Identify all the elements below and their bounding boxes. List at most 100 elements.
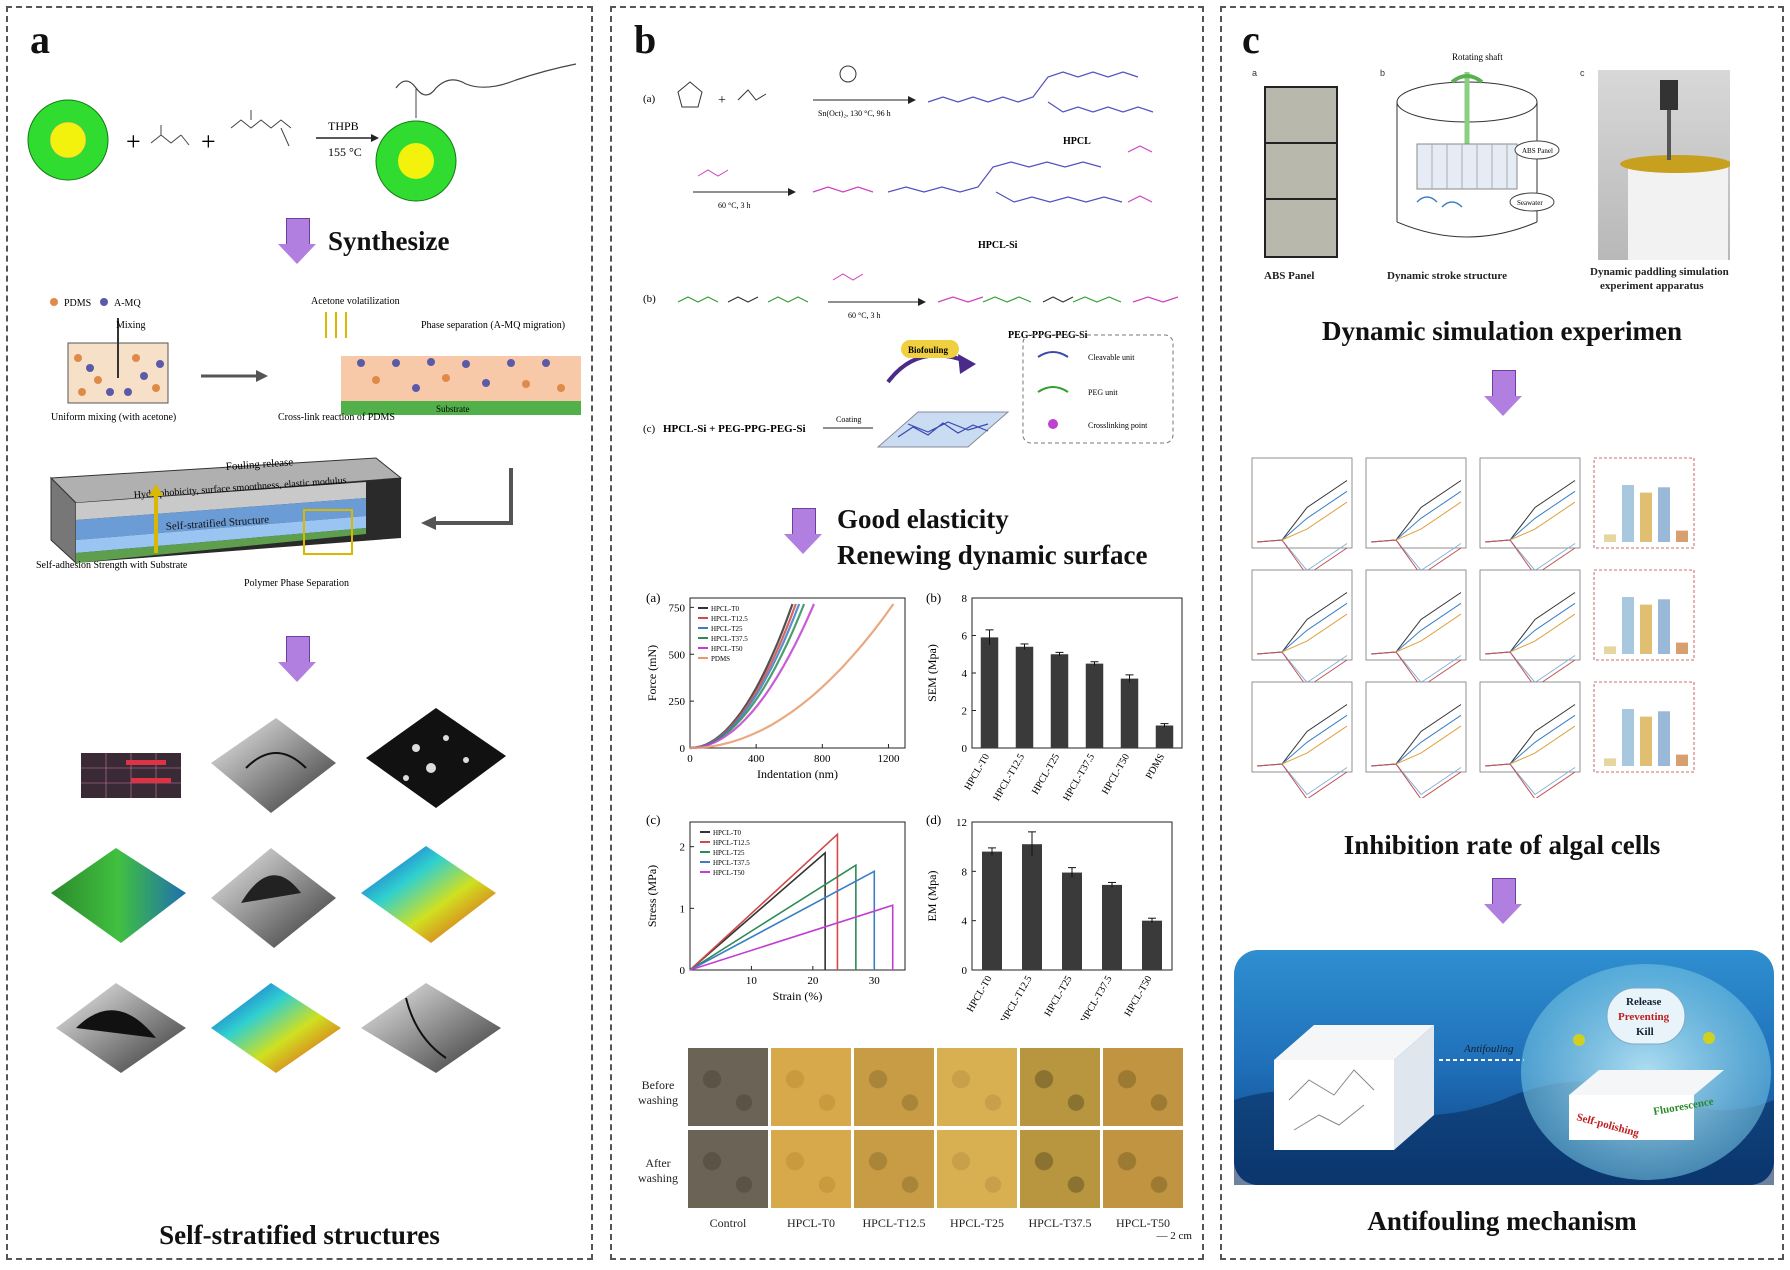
y-tick-label: 8: [962, 593, 968, 605]
label-rotating-shaft: Rotating shaft: [1452, 52, 1503, 62]
fouling-photo: [1103, 1048, 1183, 1126]
series-line: [689, 832, 839, 971]
mini-bar: [1604, 534, 1616, 542]
scale-bar-label: 2 cm: [1170, 1230, 1192, 1242]
sub-label-b: b: [1380, 68, 1386, 78]
panel-letter-b: b: [634, 17, 657, 62]
label-mixing: Mixing: [116, 320, 145, 331]
y-tick-label: 500: [669, 649, 686, 661]
inhibition-plots-grid: [1251, 457, 1695, 798]
caption-self-stratified: Self-stratified structures: [159, 1220, 440, 1250]
photo-col-label: HPCL-T0: [787, 1216, 835, 1230]
x-tick-label: HPCL-T0: [963, 752, 993, 792]
svg-text:+: +: [718, 93, 726, 108]
plot-tag: (a): [646, 590, 660, 605]
bar: [1142, 920, 1162, 970]
x-axis-label: Strain (%): [773, 989, 823, 1003]
legend-label: HPCL-T25: [711, 625, 743, 633]
dynamic-stroke-structure: Rotating shaft ABS Panel Seawater: [1396, 52, 1560, 238]
mini-series: [1370, 763, 1462, 798]
legend-label: HPCL-T50: [711, 645, 743, 653]
panel-c: c a ABS Panel b Rotating shaft ABS Panel…: [1220, 6, 1784, 1260]
caption-inhibition-rate: Inhibition rate of algal cells: [1343, 830, 1661, 860]
caption-dynamic-simulation: Dynamic simulation experimen: [1322, 316, 1682, 346]
label-synthesize: Synthesize: [328, 226, 450, 256]
bar: [1120, 678, 1139, 748]
legend-crosslink: Crosslinking point: [1088, 421, 1148, 430]
mini-series: [1370, 539, 1462, 576]
fouling-photo: [1020, 1048, 1100, 1126]
mini-plot-frame: [1479, 569, 1581, 661]
caption-antifouling-mechanism: Antifouling mechanism: [1367, 1206, 1637, 1236]
x-tick-label: HPCL-T0: [965, 974, 995, 1014]
caption-dynamic-stroke: Dynamic stroke structure: [1387, 270, 1507, 282]
svg-text:+: +: [201, 127, 216, 156]
panel-a: a + + THPB 155 °C Synthesize PDMS A-MQ M…: [6, 6, 593, 1260]
y-tick-label: 0: [680, 965, 686, 977]
label-good-elasticity: Good elasticity: [837, 504, 1009, 534]
plot-tag: (c): [646, 812, 660, 827]
mini-plot-frame: [1365, 681, 1467, 773]
mini-bar: [1640, 716, 1652, 766]
label-kill: Kill: [1636, 1026, 1654, 1038]
label-hpcl-si: HPCL-Si: [978, 240, 1018, 251]
x-tick-label: HPCL-T25: [1030, 752, 1062, 796]
fouling-photo: [854, 1130, 934, 1208]
layered-block-diagram: Fouling release Hydrophobicity, surface …: [36, 456, 513, 589]
mini-bar: [1622, 597, 1634, 654]
mini-plot-frame: [1479, 457, 1581, 549]
legend-label: HPCL-T37.5: [713, 859, 750, 867]
y-tick-label: 1: [680, 903, 686, 915]
legend-label: HPCL-T25: [713, 849, 745, 857]
plot-frame: [689, 821, 906, 971]
photo-col-label: Control: [709, 1216, 747, 1230]
legend-amq: A-MQ: [114, 298, 141, 309]
fouling-photo: [771, 1048, 851, 1126]
label-polymer-phase: Polymer Phase Separation: [244, 578, 349, 589]
caption-abs-panel: ABS Panel: [1264, 270, 1315, 282]
label-uniform-mixing: Uniform mixing (with acetone): [51, 412, 176, 423]
legend-label: HPCL-T12.5: [711, 615, 748, 623]
mini-bar: [1604, 646, 1616, 654]
mini-bar: [1658, 599, 1670, 654]
condition-2: 60 °C, 3 h: [718, 201, 751, 210]
fouling-photo: [688, 1048, 768, 1126]
caption-apparatus-2: experiment apparatus: [1600, 280, 1704, 292]
photo-col-label: HPCL-T25: [950, 1216, 1004, 1230]
mini-bar: [1640, 604, 1652, 654]
synthesis-scheme-b: (a) + Sn(Oct)₂, 130 °C, 96 h HPCL 60 °C,…: [643, 65, 1179, 448]
x-tick-label: 20: [807, 975, 819, 987]
row-label-c: (c): [643, 423, 656, 435]
y-tick-label: 2: [962, 706, 968, 718]
x-tick-label: HPCL-T12.5: [991, 752, 1027, 803]
legend-label: HPCL-T0: [711, 605, 740, 613]
mini-series: [1256, 539, 1348, 576]
y-tick-label: 2: [680, 842, 686, 854]
y-tick-label: 250: [669, 696, 686, 708]
legend-label: HPCL-T37.5: [711, 635, 748, 643]
photo-col-label: HPCL-T50: [1116, 1216, 1170, 1230]
fouling-photo: [771, 1130, 851, 1208]
y-tick-label: 8: [962, 866, 968, 878]
photo-row-before: Before washing: [638, 1078, 678, 1107]
x-tick-label: HPCL-T37.5: [1079, 974, 1115, 1020]
legend-label: HPCL-T0: [713, 829, 742, 837]
mini-bar: [1658, 487, 1670, 542]
series-line: [689, 603, 797, 750]
mini-bar: [1622, 485, 1634, 542]
label-hpcl: HPCL: [1063, 136, 1091, 147]
y-axis-label: Stress (MPa): [645, 865, 659, 927]
y-tick-label: 0: [680, 743, 686, 755]
label-crosslink: Cross-link reaction of PDMS: [278, 412, 395, 423]
mini-bar: [1622, 709, 1634, 766]
series-line: [689, 851, 826, 971]
plot-frame: [689, 597, 906, 749]
bar: [1085, 663, 1104, 748]
bar: [1062, 872, 1082, 970]
label-fouling-release: Fouling release: [225, 456, 293, 473]
sub-label-c: c: [1580, 68, 1585, 78]
series-line: [689, 904, 894, 971]
x-tick-label: 400: [748, 753, 765, 765]
svg-text:+: +: [126, 127, 141, 156]
